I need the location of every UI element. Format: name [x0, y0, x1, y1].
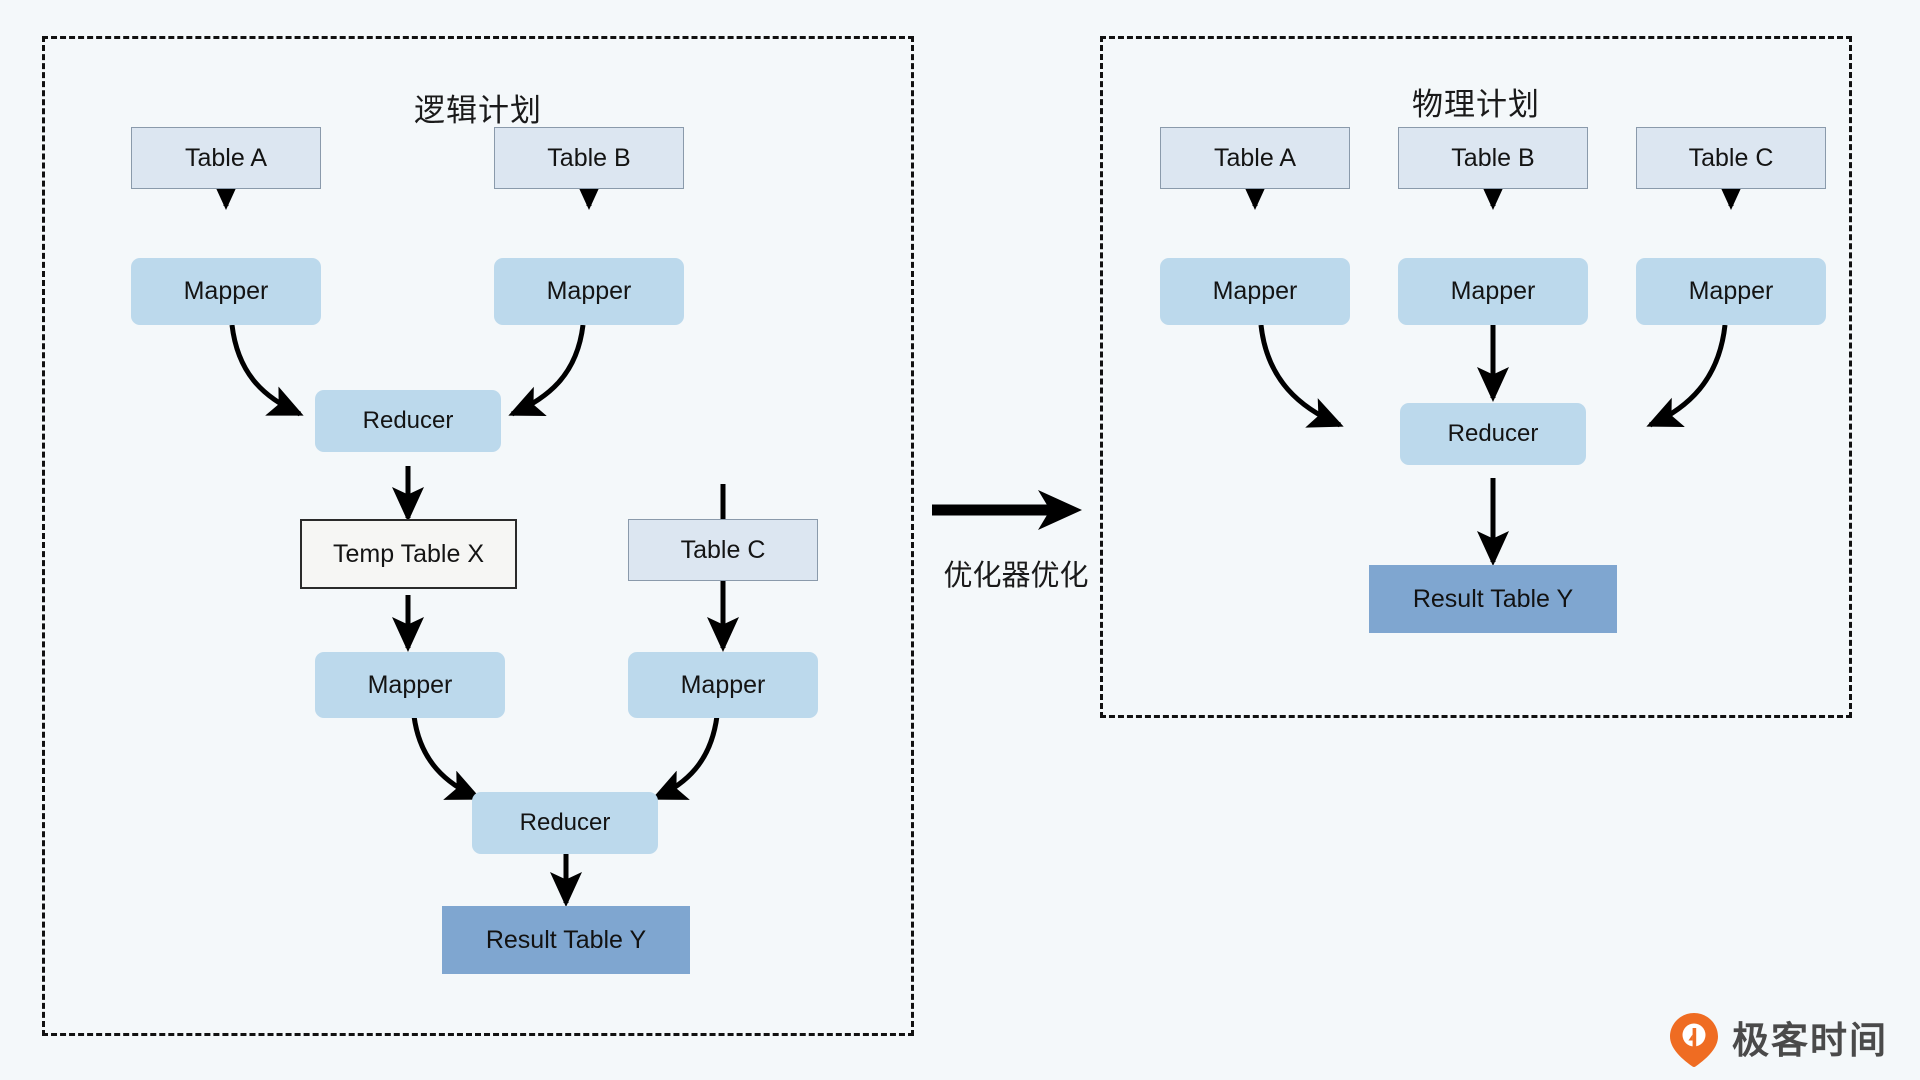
node-physical-table-a[interactable]: Table A [1160, 127, 1350, 189]
right-arrow-icon [932, 490, 1082, 530]
transform-group: 优化器优化 [930, 480, 1090, 600]
node-logical-table-b[interactable]: Table B [494, 127, 684, 189]
node-logical-table-a[interactable]: Table A [131, 127, 321, 189]
watermark: 极客时间 [1668, 1012, 1888, 1068]
node-logical-mapper-a[interactable]: Mapper [131, 258, 321, 325]
node-logical-table-c[interactable]: Table C [628, 519, 818, 581]
node-logical-reducer-2[interactable]: Reducer [472, 792, 658, 854]
node-logical-mapper-temp[interactable]: Mapper [315, 652, 505, 718]
node-physical-result-table[interactable]: Result Table Y [1369, 565, 1617, 633]
node-logical-temp-table[interactable]: Temp Table X [300, 519, 517, 589]
node-physical-table-c[interactable]: Table C [1636, 127, 1826, 189]
node-logical-reducer-1[interactable]: Reducer [315, 390, 501, 452]
node-physical-table-b[interactable]: Table B [1398, 127, 1588, 189]
logical-plan-title: 逻辑计划 [414, 93, 542, 129]
node-physical-mapper-a[interactable]: Mapper [1160, 258, 1350, 325]
watermark-text: 极客时间 [1732, 1018, 1888, 1062]
physical-plan-title: 物理计划 [1412, 87, 1540, 123]
node-physical-mapper-c[interactable]: Mapper [1636, 258, 1826, 325]
logical-plan-panel: 逻辑计划 [42, 36, 914, 1036]
node-logical-mapper-c[interactable]: Mapper [628, 652, 818, 718]
physical-plan-panel: 物理计划 [1100, 36, 1852, 718]
transform-caption: 优化器优化 [943, 558, 1089, 592]
geektime-logo-icon [1670, 1013, 1718, 1067]
node-logical-mapper-b[interactable]: Mapper [494, 258, 684, 325]
node-physical-mapper-b[interactable]: Mapper [1398, 258, 1588, 325]
node-physical-reducer[interactable]: Reducer [1400, 403, 1586, 465]
node-logical-result-table[interactable]: Result Table Y [442, 906, 690, 974]
